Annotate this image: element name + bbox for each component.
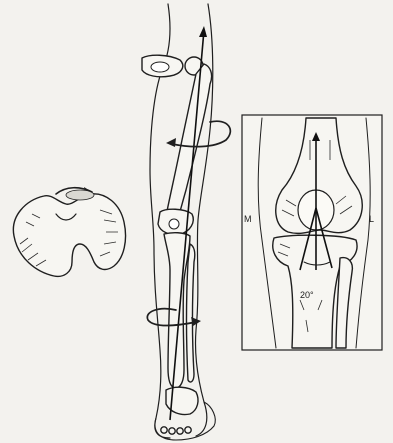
femoral-condyles-axial-view — [13, 187, 125, 276]
knee-detail-panel: M L 20° — [242, 115, 382, 350]
angle-label: 20° — [300, 290, 314, 300]
axis-arrowhead — [199, 26, 207, 37]
fibula — [187, 244, 195, 382]
toe-1 — [161, 427, 167, 433]
toe-4 — [185, 427, 191, 433]
lateral-label: L — [369, 214, 374, 224]
toe-3 — [177, 428, 183, 434]
patella-profile — [66, 190, 94, 200]
medial-label: M — [244, 214, 252, 224]
obturator-foramen — [151, 62, 169, 72]
condyles-outline — [13, 194, 125, 277]
thigh-rotation-arrowhead — [166, 138, 176, 147]
toe-2 — [169, 428, 175, 434]
foot-bones — [161, 387, 198, 434]
pelvis-and-hip — [142, 55, 203, 77]
patella — [169, 219, 179, 229]
femur — [158, 64, 212, 235]
